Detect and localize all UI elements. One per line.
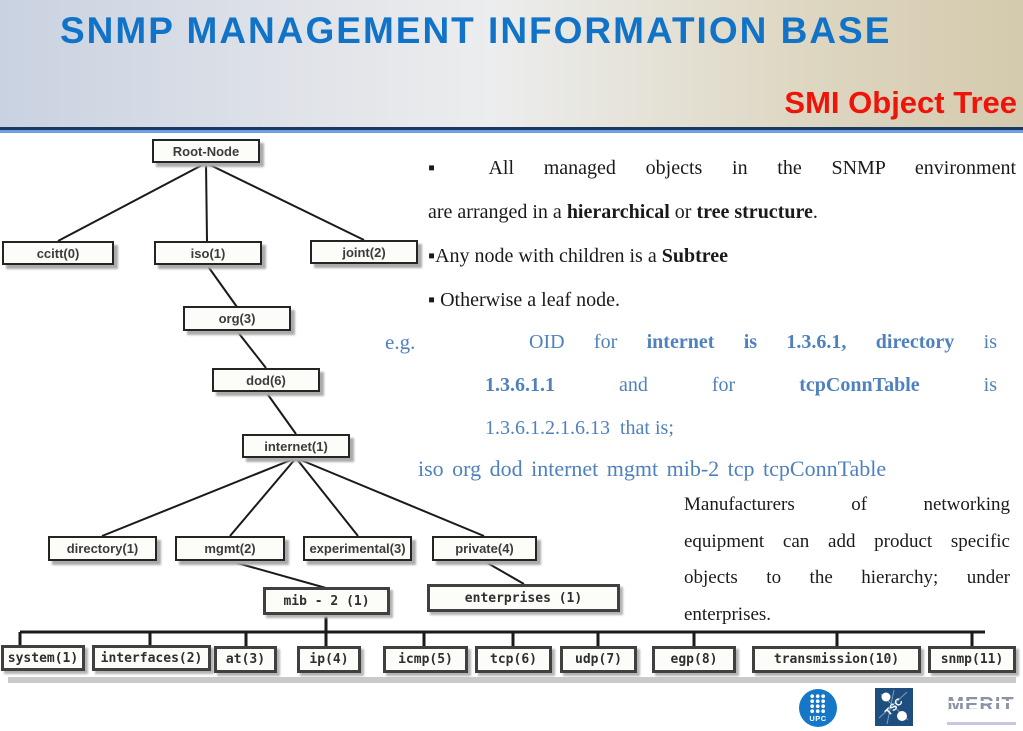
tree-node-snmp: snmp(11) — [928, 646, 1016, 673]
tree-node-joint: joint(2) — [310, 240, 418, 264]
oid-path-text: iso org dod internet mgmt mib-2 tcp tcpC… — [418, 456, 887, 481]
tree-edge — [206, 264, 238, 308]
tree-node-egp: egp(8) — [652, 646, 736, 673]
manufacturers-note: Manufacturers of networking equipment can… — [684, 487, 1010, 633]
merit-logo-label: MERIT — [947, 693, 1015, 716]
text-line: enterprises. — [684, 603, 772, 625]
tree-node-enterprises: enterprises (1) — [427, 584, 620, 612]
tree-node-directory: directory(1) — [48, 536, 157, 561]
tree-node-experimental: experimental(3) — [303, 536, 412, 561]
tree-edge — [236, 330, 267, 369]
text-line: 1.3.6.1.2.1.6.13 that is; — [485, 417, 674, 439]
tree-node-ip: ip(4) — [297, 646, 361, 673]
text-line: Manufacturers of networking — [684, 494, 1010, 515]
merit-underline — [947, 722, 1016, 725]
tree-edge — [205, 162, 365, 241]
tree-edge — [483, 560, 525, 585]
example-text: OID for internet is 1.3.6.1, directory i… — [485, 321, 997, 450]
text-line: objects to the hierarchy; under — [684, 567, 1010, 588]
slide-subtitle: SMI Object Tree — [784, 85, 1017, 120]
tree-edge — [205, 162, 208, 242]
tree-edge — [295, 457, 359, 537]
tree-node-system: system(1) — [1, 645, 85, 671]
tree-node-mgmt: mgmt(2) — [175, 536, 285, 561]
text-line: ▪ Otherwise a leaf node. — [428, 289, 621, 311]
tree-node-interfaces: interfaces(2) — [92, 645, 211, 671]
text-line: ▪ All managed objects in the SNMP enviro… — [428, 157, 1016, 179]
text-line: ▪Any node with children is a Subtree — [428, 245, 729, 267]
tree-node-ccitt: ccitt(0) — [2, 241, 114, 265]
tree-node-private: private(4) — [432, 536, 537, 561]
tree-node-tcp: tcp(6) — [475, 646, 552, 673]
merit-stencil-stripe — [949, 709, 1013, 711]
tree-node-org: org(3) — [183, 306, 291, 331]
upc-logo-label: UPC — [809, 714, 827, 723]
tree-node-internet: internet(1) — [242, 434, 350, 458]
example-label: e.g. — [385, 330, 416, 354]
tree-edge — [229, 457, 297, 537]
tree-node-iso: iso(1) — [154, 241, 262, 265]
header-separator-navy — [0, 127, 1023, 130]
tree-node-udp: udp(7) — [560, 646, 637, 673]
tree-edge — [229, 560, 327, 589]
tree-node-root: Root-Node — [152, 139, 260, 163]
tree-node-at: at(3) — [214, 646, 277, 673]
upc-logo: UPC — [799, 689, 837, 727]
tree-node-dod: dod(6) — [212, 368, 320, 392]
merit-logo: MERIT — [947, 687, 1015, 723]
text-line: are arranged in a hierarchical or tree s… — [428, 201, 818, 223]
tree-shadow-band — [8, 677, 1016, 683]
tree-edge — [265, 391, 297, 435]
example-block: e.g. OID for internet is 1.3.6.1, direct… — [385, 321, 997, 450]
upc-dots-icon — [810, 694, 826, 713]
text-line: OID for internet is 1.3.6.1, directory i… — [529, 331, 998, 353]
slide-header: SNMP MANAGEMENT INFORMATION BASE SMI Obj… — [0, 0, 1023, 127]
header-separator-blue — [0, 130, 1023, 133]
text-line: 1.3.6.1.1 and for tcpConnTable is — [485, 374, 998, 396]
tree-edge — [101, 457, 297, 537]
tree-edge — [295, 457, 485, 537]
bullet-text-block: ▪ All managed objects in the SNMP enviro… — [428, 146, 1016, 322]
tree-edge — [57, 162, 207, 242]
tree-node-transmission: transmission(10) — [752, 646, 921, 673]
tree-node-icmp: icmp(5) — [383, 646, 468, 673]
tree-node-mib2: mib - 2 (1) — [263, 587, 390, 615]
text-line: equipment can add product specific — [684, 530, 1010, 552]
page-title: SNMP MANAGEMENT INFORMATION BASE — [60, 10, 892, 51]
merit-stencil-stripe — [949, 701, 1013, 703]
tsc-logo: TSC — [875, 688, 913, 726]
